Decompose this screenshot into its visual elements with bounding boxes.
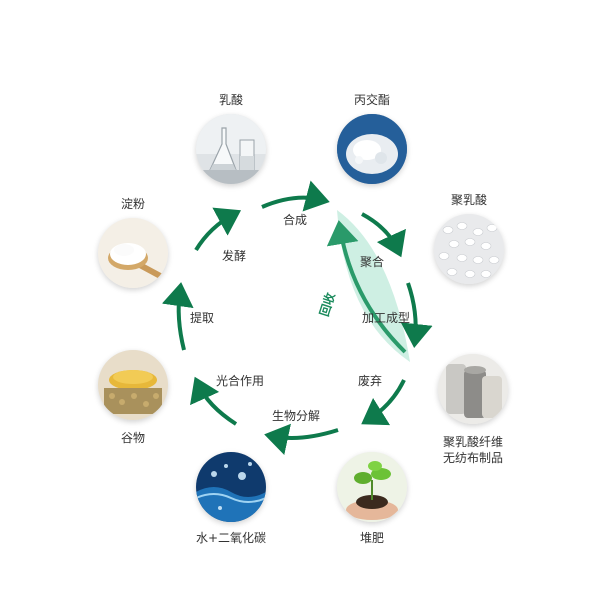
recycle-zone <box>337 210 410 362</box>
compost-image <box>337 452 407 522</box>
pla-fiber-label-line1: 聚乳酸纤维 <box>430 434 516 450</box>
step-synthesis: 合成 <box>283 212 307 228</box>
pla-image <box>434 214 504 284</box>
lactic-acid-label: 乳酸 <box>196 92 266 108</box>
step-polymerization: 聚合 <box>360 254 384 270</box>
arrow-biodegradation <box>272 430 338 438</box>
step-fermentation: 发酵 <box>222 248 246 264</box>
lactide-label: 丙交酯 <box>337 92 407 108</box>
lactide-image <box>337 114 407 184</box>
arrow-fermentation <box>196 214 234 250</box>
pla-label: 聚乳酸 <box>434 192 504 208</box>
compost-label: 堆肥 <box>337 530 407 546</box>
lactic-acid-image <box>196 114 266 184</box>
step-extraction: 提取 <box>190 310 214 326</box>
grain-label: 谷物 <box>98 430 168 446</box>
starch-image <box>98 218 168 288</box>
water-co2-label: 水+二氧化碳 <box>186 530 276 546</box>
arrow-extraction <box>179 290 184 350</box>
water-co2-image <box>196 452 266 522</box>
pla-fiber-label-line2: 无纺布制品 <box>430 450 516 466</box>
pla-fiber-image <box>438 354 508 424</box>
arrow-photosynthesis <box>198 384 236 424</box>
step-discard: 废弃 <box>358 373 382 389</box>
starch-label: 淀粉 <box>98 196 168 212</box>
step-biodegradation: 生物分解 <box>272 408 320 424</box>
grain-image <box>98 350 168 420</box>
step-processing: 加工成型 <box>362 310 410 326</box>
step-photosynthesis: 光合作用 <box>216 373 264 389</box>
arrow-synthesis <box>262 198 322 207</box>
